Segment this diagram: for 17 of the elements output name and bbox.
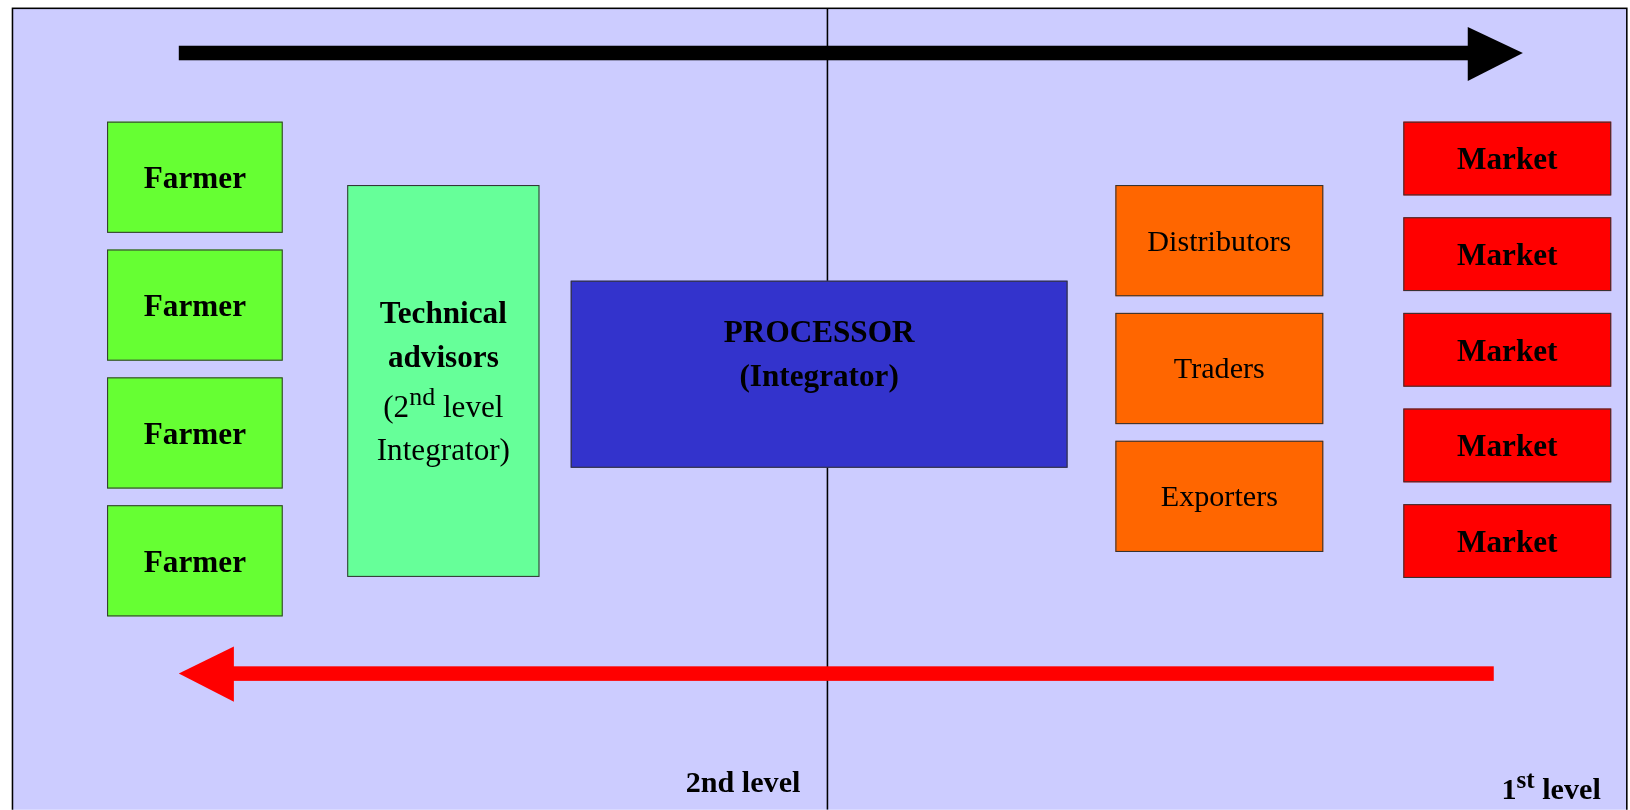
box-subtitle: (2$^{nd}$ level Integrator) (375, 381, 511, 469)
market-box: Market (1403, 408, 1612, 483)
processor-box: PROCESSOR (Integrator) (570, 280, 1068, 468)
level-label: 2nd level (685, 767, 801, 798)
advisor-box (347, 185, 540, 577)
farmer-box: Farmer (107, 505, 283, 617)
farmer-box: Farmer (107, 121, 283, 233)
market-box: Market (1403, 504, 1612, 578)
market-box: Market (1403, 121, 1612, 196)
farmer-box: Farmer (107, 249, 283, 361)
farmer-box: Farmer (107, 377, 283, 489)
trader-box: Traders (1115, 312, 1324, 425)
level-label: 1$^{st}$ level (1501, 767, 1601, 805)
distributor-box: Distributors (1115, 185, 1324, 297)
market-box: Market (1403, 312, 1612, 387)
market-box: Market (1403, 217, 1612, 292)
exporter-box: Exporters (1115, 440, 1324, 552)
